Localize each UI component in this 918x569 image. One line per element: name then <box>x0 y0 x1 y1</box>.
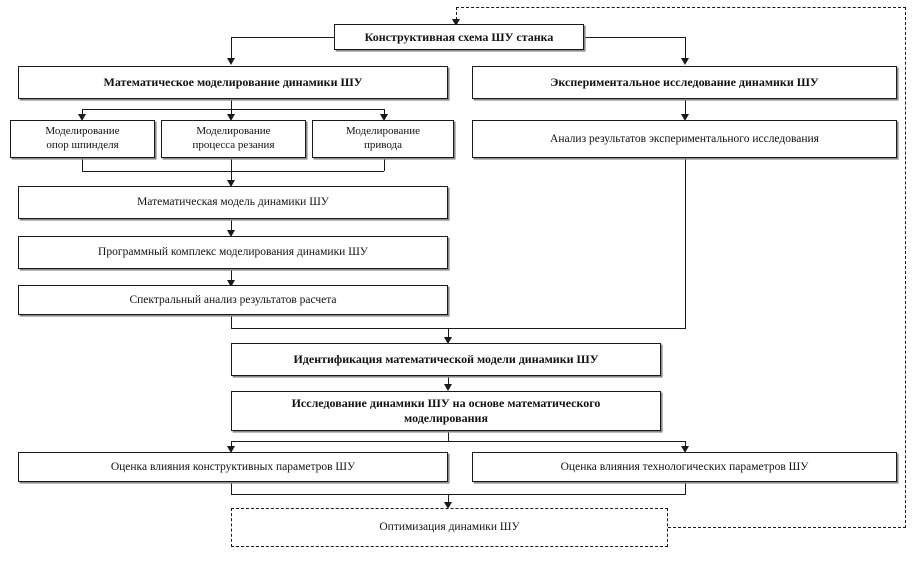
node-label: Математическая модель динамики ШУ <box>137 196 329 209</box>
node-label: Экспериментальное исследование динамики … <box>550 75 819 89</box>
node-modeling-cutting-process[interactable]: Моделирование процесса резания <box>161 120 306 158</box>
node-label: Анализ результатов экспериментального ис… <box>550 132 819 145</box>
feedback-loop-right-segment <box>905 7 906 528</box>
node-title-constructive-scheme[interactable]: Конструктивная схема ШУ станка <box>334 24 584 50</box>
math-fanout-right-drop <box>384 109 385 117</box>
mathmodel-to-software-vline <box>231 219 232 233</box>
math-fanout-left-arrowhead <box>77 114 86 121</box>
math-fanout-right-arrowhead <box>379 114 388 121</box>
feedback-loop-bottom-segment <box>668 527 906 528</box>
math-fanout-mid-drop <box>231 109 232 117</box>
title-to-experiment-vline <box>685 37 686 60</box>
research-fanout-stem <box>448 431 449 441</box>
software-to-spectral-vline <box>231 269 232 283</box>
node-label: Оптимизация динамики ШУ <box>379 521 520 534</box>
merge-to-mathmodel-stem <box>231 171 232 183</box>
node-analysis-of-experimental-results[interactable]: Анализ результатов экспериментального ис… <box>472 120 897 158</box>
merge-mid-drop <box>231 158 232 171</box>
node-label: Оценка влияния конструктивных параметров… <box>110 460 356 473</box>
node-identification[interactable]: Идентификация математической модели дина… <box>231 343 661 376</box>
node-label: Моделирование привода <box>319 125 447 153</box>
research-fanout-left-drop <box>231 441 232 449</box>
spectral-drop-vline <box>231 315 232 328</box>
node-optimization[interactable]: Оптимизация динамики ШУ <box>231 508 668 547</box>
optimization-arrowhead <box>443 502 452 509</box>
node-label: Идентификация математической модели дина… <box>293 352 599 366</box>
math-fanout-stem <box>231 99 232 109</box>
research-fanout-left-arrowhead <box>226 446 235 453</box>
math-fanout-h <box>82 109 384 110</box>
node-label-line1: Исследование динамики ШУ на основе матем… <box>291 396 601 410</box>
assessment-merge-left-drop <box>231 482 232 494</box>
math-fanout-left-drop <box>82 109 83 117</box>
node-spectral-analysis[interactable]: Спектральный анализ результатов расчета <box>18 285 448 315</box>
node-label: Спектральный анализ результатов расчета <box>129 293 337 306</box>
assessment-merge-stem <box>448 494 449 506</box>
title-split-left-h <box>231 37 335 38</box>
title-to-math-vline <box>231 37 232 60</box>
node-label-line2: процесса резания <box>192 139 275 151</box>
feedback-loop-arrowhead <box>451 19 460 26</box>
math-fanout-mid-arrowhead <box>226 114 235 121</box>
merge-bus-h <box>82 171 384 172</box>
identification-arrowhead <box>443 337 452 344</box>
assessment-merge-right-drop <box>685 482 686 494</box>
node-label: Оценка влияния технологических параметро… <box>560 460 809 473</box>
node-label-line2: моделирования <box>404 411 488 425</box>
node-label: Математическое моделирование динамики ШУ <box>103 75 363 89</box>
node-label: Конструктивная схема ШУ станка <box>364 29 554 44</box>
mathmodel-to-software-arrowhead <box>226 230 235 237</box>
node-label: Моделирование процесса резания <box>168 125 299 153</box>
node-math-modeling-block[interactable]: Математическое моделирование динамики ШУ <box>18 66 448 99</box>
node-modeling-spindle-supports[interactable]: Моделирование опор шпинделя <box>10 120 155 158</box>
research-fanout-h <box>231 441 686 442</box>
node-label: Исследование динамики ШУ на основе матем… <box>238 396 654 426</box>
analysis-long-vline <box>685 158 686 328</box>
merge-to-mathmodel-arrowhead <box>226 180 235 187</box>
identification-to-research-arrowhead <box>443 384 452 391</box>
title-to-math-arrowhead <box>226 58 235 65</box>
identification-bus-h <box>231 328 686 329</box>
node-software-complex[interactable]: Программный комплекс моделирования динам… <box>18 236 448 269</box>
software-to-spectral-arrowhead <box>226 280 235 287</box>
merge-right-drop <box>384 158 385 171</box>
feedback-loop-entry-segment <box>456 7 457 20</box>
title-split-right-h <box>583 37 686 38</box>
node-label: Моделирование опор шпинделя <box>17 125 148 153</box>
node-label-line1: Моделирование <box>45 125 120 138</box>
title-to-experiment-arrowhead <box>680 58 689 65</box>
node-label-line1: Моделирование <box>196 125 271 138</box>
node-label-line1: Моделирование <box>345 125 421 138</box>
node-label-line2: привода <box>363 139 403 151</box>
experiment-to-analysis-vline <box>685 99 686 117</box>
identification-stem <box>448 328 449 340</box>
merge-left-drop <box>82 158 83 171</box>
node-constructive-parameters-assessment[interactable]: Оценка влияния конструктивных параметров… <box>18 452 448 482</box>
node-modeling-drive[interactable]: Моделирование привода <box>312 120 454 158</box>
feedback-loop-top-segment <box>456 7 906 8</box>
node-label-line2: опор шпинделя <box>46 139 119 151</box>
identification-to-research-vline <box>448 376 449 388</box>
assessment-merge-bus-h <box>231 494 686 495</box>
node-experimental-research-block[interactable]: Экспериментальное исследование динамики … <box>472 66 897 99</box>
research-fanout-right-arrowhead <box>680 446 689 453</box>
node-technological-parameters-assessment[interactable]: Оценка влияния технологических параметро… <box>472 452 897 482</box>
node-label: Программный комплекс моделирования динам… <box>98 246 368 259</box>
research-fanout-right-drop <box>685 441 686 449</box>
node-research-dynamics[interactable]: Исследование динамики ШУ на основе матем… <box>231 391 661 431</box>
node-math-model[interactable]: Математическая модель динамики ШУ <box>18 186 448 219</box>
experiment-to-analysis-arrowhead <box>680 114 689 121</box>
